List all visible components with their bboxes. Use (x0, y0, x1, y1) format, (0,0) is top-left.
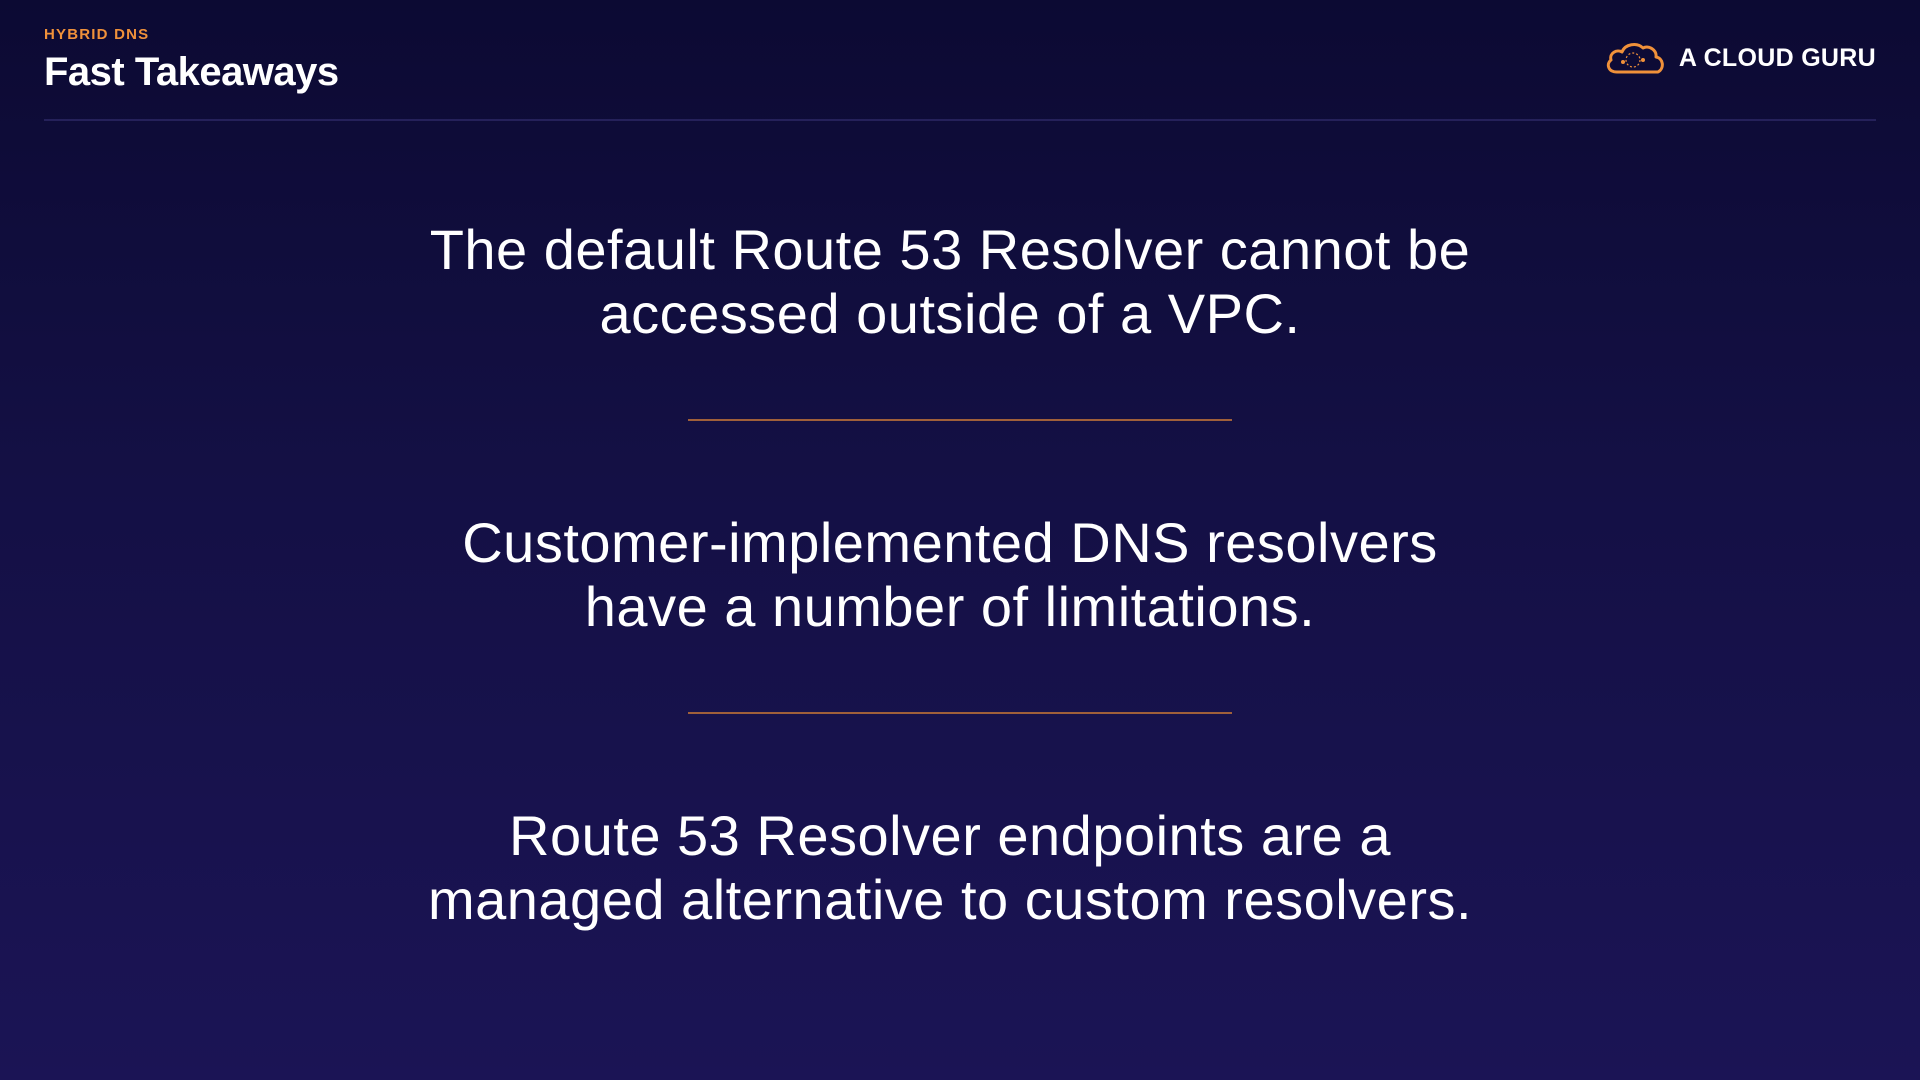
header-divider (44, 119, 1876, 121)
takeaway-divider (688, 419, 1232, 421)
section-label: HYBRID DNS (44, 26, 150, 43)
takeaway-item: Route 53 Resolver endpoints are a manage… (427, 804, 1473, 931)
takeaway-item: The default Route 53 Resolver cannot be … (429, 218, 1471, 345)
brand-logo: A CLOUD GURU (1603, 38, 1876, 78)
slide-title: Fast Takeaways (44, 50, 339, 94)
brand-name: A CLOUD GURU (1678, 43, 1876, 72)
slide-header: HYBRID DNS Fast Takeaways (44, 26, 339, 96)
takeaway-divider (688, 712, 1232, 714)
cloud-icon (1606, 43, 1664, 74)
takeaway-item: Customer-implemented DNS resolvers have … (462, 511, 1438, 638)
